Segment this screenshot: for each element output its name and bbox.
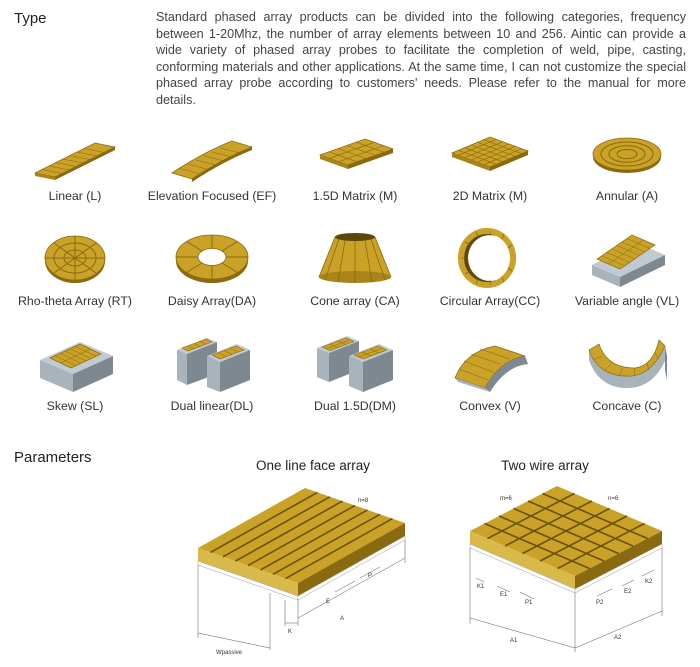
daisy-probe-icon xyxy=(175,234,249,283)
k2-label: K2 xyxy=(645,579,653,585)
two-wire-elements xyxy=(469,486,663,594)
matrix-1-5d-probe-icon xyxy=(318,138,395,169)
probe-variable-angle: Variable angle (VL) xyxy=(557,225,697,308)
probe-dual-linear: Dual linear(DL) xyxy=(142,330,282,413)
p2-label: P2 xyxy=(596,600,604,606)
one-line-elements xyxy=(197,488,406,601)
p1-label: P1 xyxy=(525,600,533,606)
kerf-label: K xyxy=(288,629,292,635)
n-count-label: n=6 xyxy=(608,496,619,502)
probe-label: Skew (SL) xyxy=(46,399,104,413)
probe-label: Rho-theta Array (RT) xyxy=(18,294,132,308)
pitch-label: P xyxy=(368,573,372,579)
matrix-2d-probe-icon xyxy=(450,136,530,171)
probe-circular: Circular Array(CC) xyxy=(420,225,560,308)
one-line-dimension-lines xyxy=(197,540,406,650)
linear-probe-icon xyxy=(33,142,117,180)
annular-probe-icon xyxy=(592,137,662,173)
skew-probe-icon xyxy=(40,342,113,392)
a1-label: A1 xyxy=(510,638,518,644)
parameters-heading: Parameters xyxy=(14,449,92,466)
type-heading: Type xyxy=(14,10,47,27)
probe-annular: Annular (A) xyxy=(557,125,697,203)
probe-skew: Skew (SL) xyxy=(5,330,145,413)
probe-label: Annular (A) xyxy=(595,189,659,203)
a2-label: A2 xyxy=(614,635,622,641)
probe-label: Convex (V) xyxy=(459,399,521,413)
elevation-focused-probe-icon xyxy=(171,140,254,182)
probe-elevation-focused: Elevation Focused (EF) xyxy=(142,125,282,203)
variable-angle-probe-icon xyxy=(592,234,665,287)
probe-label: Circular Array(CC) xyxy=(439,294,541,308)
cone-probe-icon xyxy=(318,233,392,283)
two-wire-dimension-lines xyxy=(469,548,663,652)
probe-label: Linear (L) xyxy=(48,189,102,203)
m-count-label: m=6 xyxy=(500,496,513,502)
one-line-array-title: One line face array xyxy=(255,458,371,473)
dual-linear-probe-icon xyxy=(177,338,250,392)
probe-label: 2D Matrix (M) xyxy=(452,189,528,203)
probe-label: Dual 1.5D(DM) xyxy=(314,399,396,413)
probe-label: Dual linear(DL) xyxy=(170,399,254,413)
type-intro-paragraph: Standard phased array products can be di… xyxy=(156,10,686,107)
concave-probe-icon xyxy=(588,339,667,388)
probe-concave: Concave (C) xyxy=(557,330,697,413)
k1-label: K1 xyxy=(477,584,485,590)
e1-label: E1 xyxy=(500,592,508,598)
element-width-label: E xyxy=(326,599,330,605)
probe-cone: Cone array (CA) xyxy=(285,225,425,308)
probe-label: Daisy Array(DA) xyxy=(167,294,257,308)
probe-1-5d-matrix: 1.5D Matrix (M) xyxy=(285,125,425,203)
passive-width-label: Wpassive xyxy=(216,650,243,656)
e2-label: E2 xyxy=(624,589,632,595)
rho-theta-probe-icon xyxy=(44,235,106,283)
probe-label: 1.5D Matrix (M) xyxy=(312,189,398,203)
convex-probe-icon xyxy=(454,345,528,392)
probe-convex: Convex (V) xyxy=(420,330,560,413)
two-wire-array-diagram: m=6 n=6 K1 E1 P1 A1 P2 E2 K2 A2 xyxy=(469,486,663,652)
probe-label: Concave (C) xyxy=(592,399,662,413)
n-count-label: n=8 xyxy=(358,498,369,504)
probe-label: Cone array (CA) xyxy=(310,294,400,308)
dual-1-5d-probe-icon xyxy=(317,336,393,392)
two-wire-array-title: Two wire array xyxy=(501,458,589,473)
one-line-array-diagram: n=8 P E A K Wpassive xyxy=(197,488,406,656)
probe-label: Variable angle (VL) xyxy=(574,294,680,308)
probe-dual-1-5d: Dual 1.5D(DM) xyxy=(285,330,425,413)
probe-label: Elevation Focused (EF) xyxy=(147,189,277,203)
probe-rho-theta: Rho-theta Array (RT) xyxy=(5,225,145,308)
circular-probe-icon xyxy=(458,228,516,288)
probe-linear: Linear (L) xyxy=(5,125,145,203)
probe-type-grid: Linear (L) Elevation Focused (EF) 1.5D M… xyxy=(0,120,700,430)
probe-2d-matrix: 2D Matrix (M) xyxy=(420,125,560,203)
probe-daisy: Daisy Array(DA) xyxy=(142,225,282,308)
aperture-label: A xyxy=(340,616,344,622)
